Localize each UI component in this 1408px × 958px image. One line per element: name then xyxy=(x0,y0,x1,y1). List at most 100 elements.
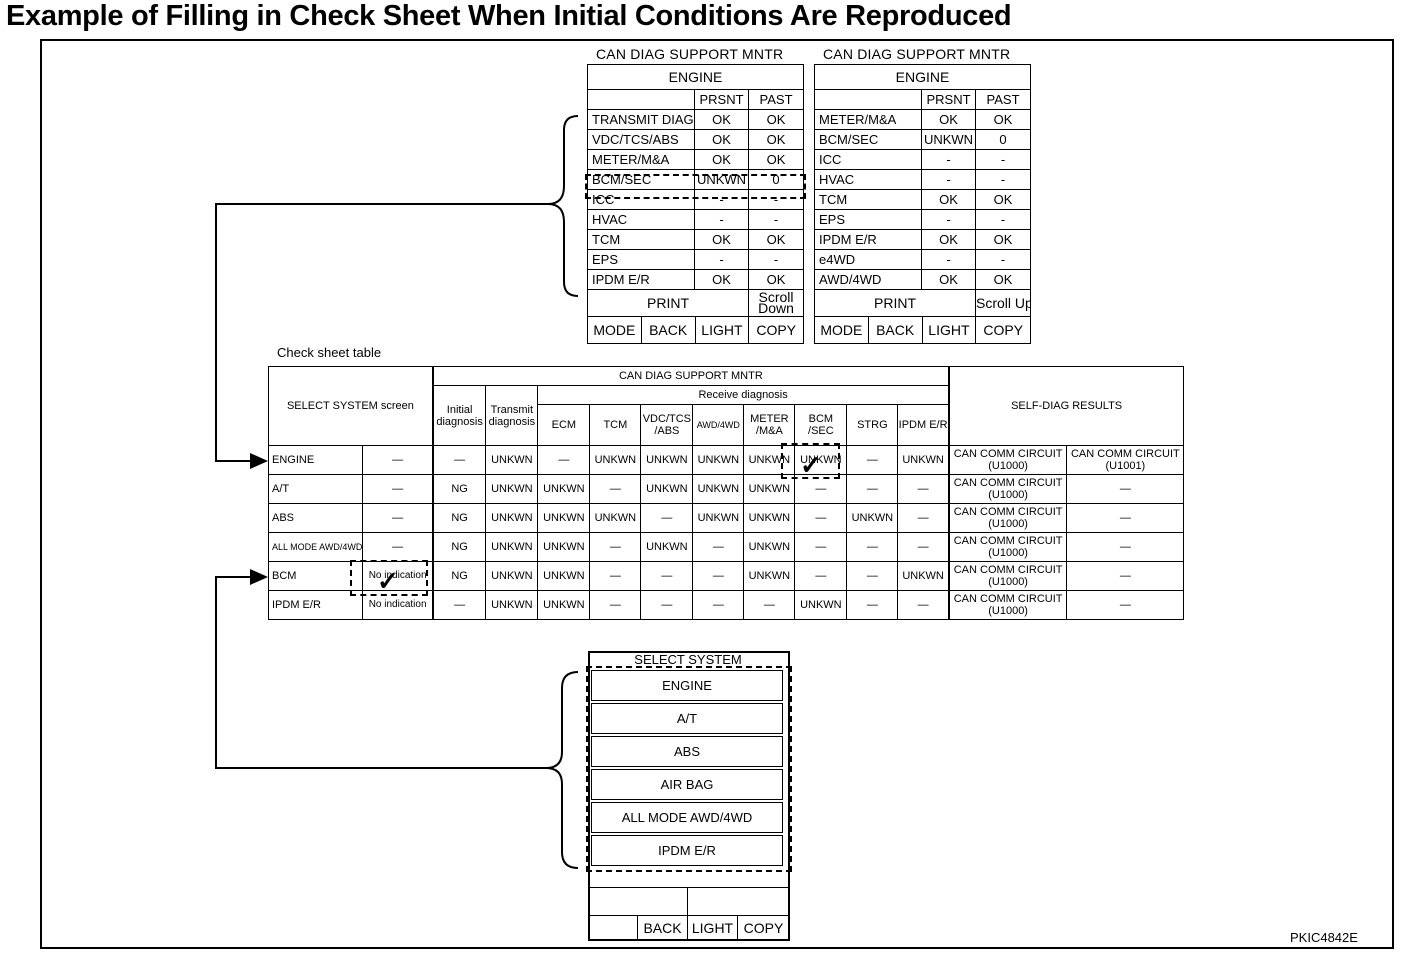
arrow-head-bottom xyxy=(250,569,268,585)
select-system-title: SELECT SYSTEM xyxy=(634,652,742,667)
monitor-row-label: TCM xyxy=(814,189,922,210)
receive-ipdm-e-r-cell: — xyxy=(897,503,950,533)
brace-bottom xyxy=(545,671,579,869)
self-diag-result-cell: CAN COMM CIRCUIT (U1000) xyxy=(948,474,1068,504)
mode-button[interactable]: MODE xyxy=(589,317,642,343)
light-button[interactable]: LIGHT xyxy=(923,317,977,343)
self-diag-result-cell: — xyxy=(1066,532,1185,562)
select-system-cell: — xyxy=(362,532,434,562)
receive-vdc-tcs-abs-cell: — xyxy=(640,503,694,533)
receive-vdc-tcs-abs-cell: UNKWN xyxy=(640,445,694,475)
highlight-bcm-no-indication-cell xyxy=(350,560,428,596)
receive-strg-cell: — xyxy=(846,532,899,562)
col-prsnt: PRSNT xyxy=(694,89,749,110)
brace-top xyxy=(547,115,579,297)
receive-ecm-cell: UNKWN xyxy=(537,590,591,620)
header-receive-ipdm-e-r: IPDM E/R xyxy=(897,404,950,446)
receive-strg-cell: — xyxy=(846,590,899,620)
mode-button[interactable]: MODE xyxy=(816,317,869,343)
copy-button[interactable]: COPY xyxy=(983,322,1024,338)
header-initial-diagnosis: Initial diagnosis xyxy=(432,385,487,446)
monitor-row-label: HVAC xyxy=(814,169,922,190)
back-button[interactable]: BACK xyxy=(642,317,696,343)
receive-ecm-cell: UNKWN xyxy=(537,474,591,504)
back-button[interactable]: BACK xyxy=(637,915,688,941)
check-sheet-table: SELECT SYSTEM screen CAN DIAG SUPPORT MN… xyxy=(267,366,1185,620)
receive-ecm-cell: UNKWN xyxy=(537,532,591,562)
transmit-diagnosis-cell: UNKWN xyxy=(485,445,539,475)
highlight-system-list xyxy=(586,666,792,872)
monitor-row-label: TRANSMIT DIAG xyxy=(587,109,695,130)
system-name-cell: ENGINE xyxy=(267,445,364,475)
monitor-row: ICC-- xyxy=(814,149,1032,170)
monitor-row-past: - xyxy=(747,189,805,210)
monitor-row-prsnt: OK xyxy=(694,129,749,150)
light-button[interactable]: LIGHT xyxy=(696,317,750,343)
col-past: PAST xyxy=(974,89,1032,110)
receive-bcm-sec-cell: — xyxy=(794,561,848,591)
receive-meter-m-a-cell: — xyxy=(743,590,796,620)
header-receive-meter-m-a: METER /M&A xyxy=(743,404,796,446)
monitor-row-label: e4WD xyxy=(814,249,922,270)
monitor-row-prsnt: OK xyxy=(921,189,976,210)
system-item-abs[interactable]: ABS xyxy=(591,736,783,767)
col-past: PAST xyxy=(747,89,805,110)
select-system-cell: — xyxy=(362,503,434,533)
system-name-cell: ALL MODE AWD/4WD xyxy=(267,532,364,562)
select-system-cell: — xyxy=(362,474,434,504)
receive-awd-4wd-cell: UNKWN xyxy=(692,474,745,504)
monitor-row: EPS-- xyxy=(814,209,1032,230)
receive-ecm-cell: UNKWN xyxy=(537,503,591,533)
receive-strg-cell: — xyxy=(846,445,899,475)
monitor-row-prsnt: OK xyxy=(694,149,749,170)
check-sheet-caption: Check sheet table xyxy=(277,345,382,360)
system-item-ipdm-e-r[interactable]: IPDM E/R xyxy=(591,835,783,866)
receive-tcm-cell: — xyxy=(589,532,642,562)
check-mark: ✓ xyxy=(800,450,822,480)
monitor-row: HVAC-- xyxy=(587,209,805,230)
receive-meter-m-a-cell: UNKWN xyxy=(743,561,796,591)
print-button[interactable]: PRINT xyxy=(814,289,976,317)
self-diag-result-cell: — xyxy=(1066,474,1185,504)
self-diag-result-cell: CAN COMM CIRCUIT (U1001) xyxy=(1066,445,1185,475)
back-button[interactable]: BACK xyxy=(869,317,923,343)
initial-diagnosis-cell: — xyxy=(432,590,487,620)
blank-button xyxy=(588,887,688,916)
receive-bcm-sec-cell: — xyxy=(794,503,848,533)
receive-tcm-cell: — xyxy=(589,561,642,591)
monitor-row: HVAC-- xyxy=(814,169,1032,190)
header-self-diag: SELF-DIAG RESULTS xyxy=(948,366,1185,446)
system-name-cell: ABS xyxy=(267,503,364,533)
initial-diagnosis-cell: — xyxy=(432,445,487,475)
system-item-engine[interactable]: ENGINE xyxy=(591,670,783,701)
light-button[interactable]: LIGHT xyxy=(687,915,738,941)
highlight-engine-bcm-sec-cell xyxy=(781,443,840,479)
self-diag-result-cell: — xyxy=(1066,503,1185,533)
copy-button[interactable]: COPY xyxy=(737,915,790,941)
monitor-row-prsnt: OK xyxy=(694,109,749,130)
system-item-air-bag[interactable]: AIR BAG xyxy=(591,769,783,800)
check-mark: ✓ xyxy=(377,566,399,596)
header-receive-awd-4wd: AWD/4WD xyxy=(692,404,745,446)
system-item-all-mode-awd-4wd[interactable]: ALL MODE AWD/4WD xyxy=(591,802,783,833)
receive-tcm-cell: — xyxy=(589,474,642,504)
monitor-row-label: ICC xyxy=(587,189,695,210)
initial-diagnosis-cell: NG xyxy=(432,503,487,533)
receive-meter-m-a-cell: UNKWN xyxy=(743,532,796,562)
copy-button[interactable]: COPY xyxy=(756,322,797,338)
receive-ecm-cell: — xyxy=(537,445,591,475)
transmit-diagnosis-cell: UNKWN xyxy=(485,532,539,562)
system-item-a-t[interactable]: A/T xyxy=(591,703,783,734)
monitor-right-title: CAN DIAG SUPPORT MNTR xyxy=(823,46,1011,62)
transmit-diagnosis-cell: UNKWN xyxy=(485,561,539,591)
receive-vdc-tcs-abs-cell: — xyxy=(640,590,694,620)
